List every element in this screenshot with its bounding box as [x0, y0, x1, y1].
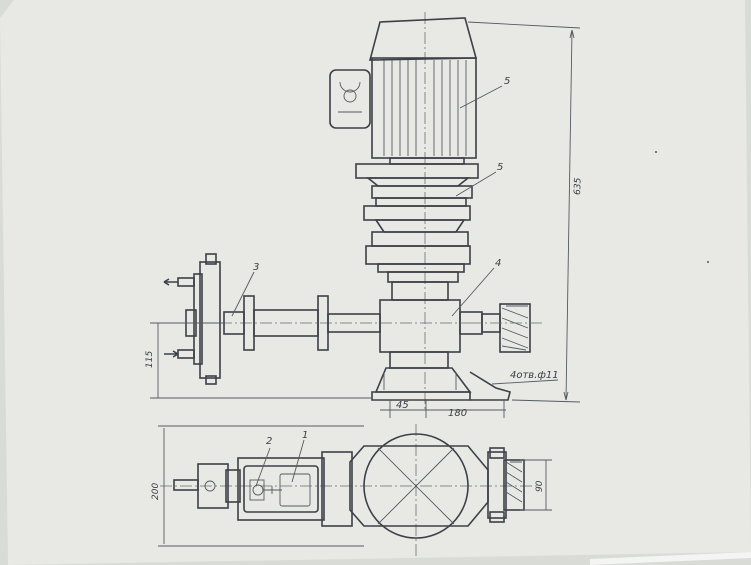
callout-4: 4: [495, 258, 501, 269]
drive-housing-circle: [363, 433, 469, 539]
dimension-holes: 4отв.ф11: [510, 370, 559, 381]
callout-2: 2: [266, 436, 272, 447]
speck: [707, 261, 709, 263]
speck: [655, 151, 657, 153]
dimension-115: 115: [145, 351, 155, 368]
dimension-180: 180: [448, 408, 467, 419]
callout-1: 1: [302, 430, 308, 441]
front-view: [150, 12, 581, 418]
electric-motor: [329, 17, 478, 159]
plan-view: [158, 424, 552, 556]
front-leaders: [231, 85, 503, 317]
dimension-200: 200: [151, 483, 161, 500]
callout-3: 3: [253, 262, 259, 273]
front-dimensions: [150, 21, 581, 418]
coupling-housing: [355, 157, 479, 283]
outlet-arrow: [163, 278, 178, 286]
dimension-90: 90: [535, 480, 545, 492]
callout-5-coupling: 5: [497, 162, 503, 173]
dimension-635: 635: [573, 177, 584, 195]
inlet-arrow: [164, 350, 179, 358]
paper-edge: [589, 552, 751, 565]
dimension-45: 45: [396, 400, 409, 411]
callout-5-motor: 5: [504, 76, 510, 87]
